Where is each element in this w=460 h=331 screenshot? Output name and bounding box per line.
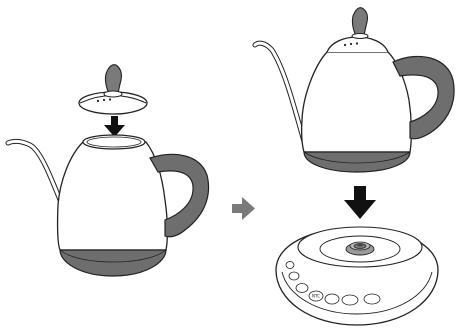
kettle-lid-icon (78, 64, 148, 115)
base-button-ntc[interactable]: NTC (308, 290, 324, 302)
base-button-ntc-label: NTC (312, 294, 320, 299)
base-button-7[interactable] (363, 293, 381, 305)
base-button-5[interactable] (324, 293, 340, 305)
base-control-panel: NTC (285, 261, 381, 306)
next-step-arrow-icon (232, 197, 255, 220)
base-button-2[interactable] (288, 271, 300, 281)
place-on-base-arrow-icon (344, 186, 376, 219)
base-button-1[interactable] (285, 261, 295, 269)
base-button-6[interactable] (341, 294, 359, 306)
heating-base-icon (275, 226, 439, 326)
insert-lid-arrow-icon (104, 116, 125, 137)
gooseneck-kettle-icon (5, 134, 210, 277)
gooseneck-kettle-with-lid-icon (252, 7, 455, 173)
base-button-3[interactable] (295, 283, 309, 293)
